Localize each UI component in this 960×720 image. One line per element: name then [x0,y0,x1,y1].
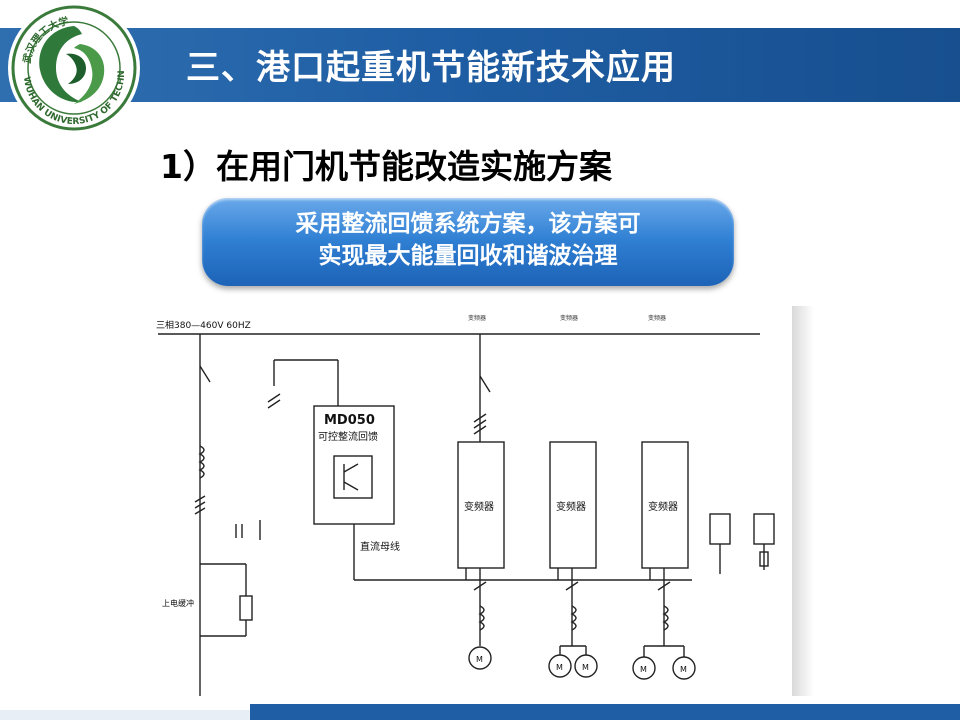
section-heading: 1）在用门机节能改造实施方案 [160,147,612,186]
inverter-label-2: 变频器 [556,500,586,513]
top-label-1: 变频器 [468,314,486,322]
motor-1 [468,646,492,670]
dc-bus-label: 直流母线 [360,540,400,553]
callout-line-1: 采用整流回馈系统方案，该方案可 [295,211,641,237]
inverter-label-3: 变频器 [648,500,678,513]
motor-label-1: M [476,655,483,664]
university-seal-icon: 武汉理工大学 WUHAN UNIVERSITY OF TECHNOLOGY [6,0,137,131]
inverter-box-1 [457,441,505,569]
inverter-label-1: 变频器 [464,500,494,513]
circuit-diagram-svg: 三相380—460V 60HZ 变频器 变频器 变频器 MD050 可控整流回馈… [156,314,775,696]
supply-label: 三相380—460V 60HZ [156,319,251,331]
motor-label-2b: M [582,663,589,672]
module-subtitle: 可控整流回馈 [318,430,378,443]
page-title: 三、港口起重机节能新技术应用 [186,48,676,88]
circuit-diagram: 三相380—460V 60HZ 变频器 变频器 变频器 MD050 可控整流回馈… [148,306,792,696]
inverter-box-2 [549,441,597,569]
motor-label-2a: M [556,663,563,672]
callout-line-2: 实现最大能量回收和谐波治理 [318,243,618,269]
top-label-2: 变频器 [560,314,578,322]
university-logo: 武汉理工大学 WUHAN UNIVERSITY OF TECHNOLOGY [6,0,138,132]
brake-label: 上电缓冲 [162,598,194,608]
motor-label-3a: M [640,665,647,674]
instrument-box-1 [709,513,731,545]
top-label-3: 变频器 [648,314,666,322]
module-name: MD050 [324,413,375,428]
title-bar [0,28,960,102]
instrument-box-2 [753,513,775,545]
footer-band [250,704,960,720]
diagram-shadow [792,306,814,696]
inverter-box-3 [641,441,689,569]
motor-label-3b: M [680,665,687,674]
callout-box: 采用整流回馈系统方案，该方案可 实现最大能量回收和谐波治理 [202,198,734,286]
footer-band-left [0,710,250,720]
